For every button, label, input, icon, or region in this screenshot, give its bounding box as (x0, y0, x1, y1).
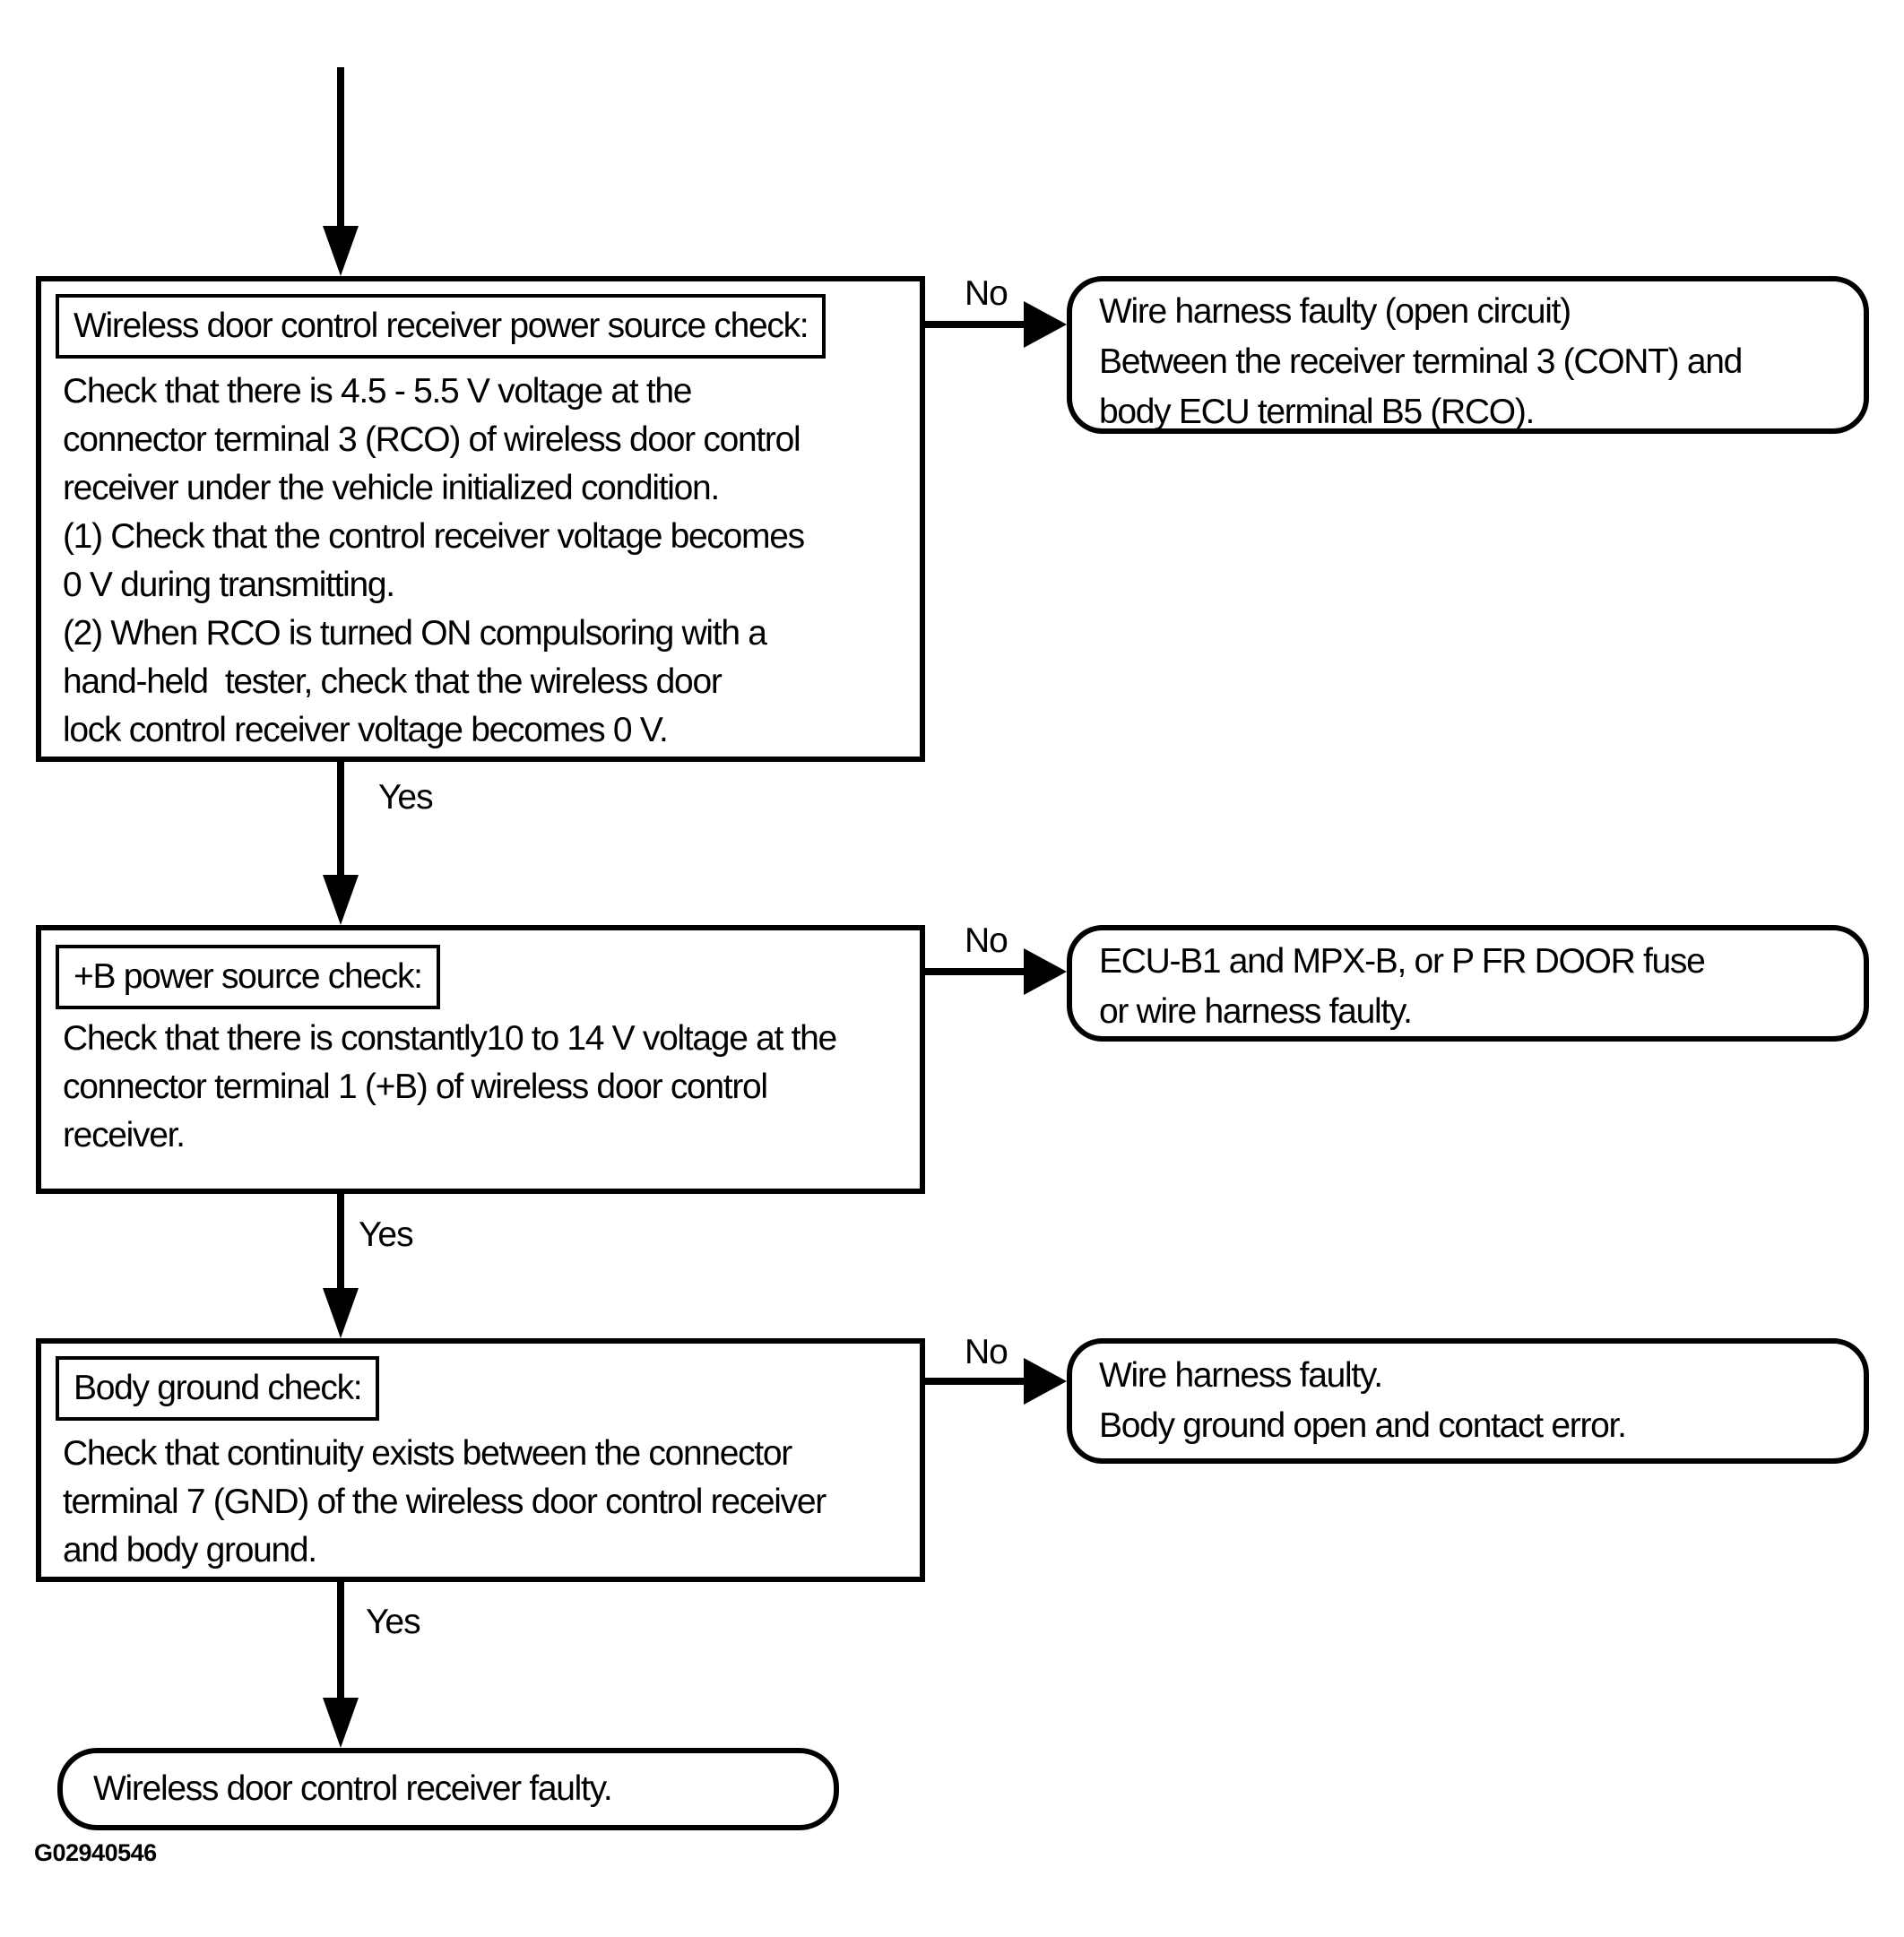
figure-code: G02940546 (34, 1839, 157, 1866)
no-arrow-line (925, 968, 1026, 975)
step2-title: +B power source check: (56, 945, 440, 1009)
arrow-right-icon (1024, 301, 1067, 348)
arrow-down-icon (323, 875, 359, 925)
final-result-box: Wireless door control receiver faulty. (57, 1748, 839, 1830)
yes-arrow-line (337, 1582, 344, 1700)
no-arrow-line (925, 1378, 1026, 1385)
result-box-fuse-faulty: ECU-B1 and MPX-B, or P FR DOOR fuse or w… (1067, 925, 1869, 1042)
step2-instructions: Check that there is constantly10 to 14 V… (63, 1019, 837, 1154)
step1-power-source-check-box: Wireless door control receiver power sou… (36, 276, 925, 762)
arrow-down-icon (323, 1698, 359, 1748)
no-label: No (965, 1333, 1008, 1371)
entry-arrow-line (337, 67, 344, 230)
no-arrow-line (925, 321, 1026, 328)
arrow-right-icon (1024, 1358, 1067, 1405)
result-box-body-ground-open: Wire harness faulty. Body ground open an… (1067, 1338, 1869, 1464)
step2-plus-b-power-source-check-box: +B power source check: Check that there … (36, 925, 925, 1194)
step3-body-ground-check-box: Body ground check: Check that continuity… (36, 1338, 925, 1582)
arrow-down-icon (323, 226, 359, 276)
yes-label: Yes (378, 778, 434, 817)
step1-instructions: Check that there is 4.5 - 5.5 V voltage … (63, 372, 805, 749)
result-box-wire-harness-open: Wire harness faulty (open circuit) Betwe… (1067, 276, 1869, 434)
arrow-down-icon (323, 1288, 359, 1338)
no-label: No (965, 921, 1008, 960)
yes-label: Yes (359, 1215, 414, 1254)
step3-title: Body ground check: (56, 1356, 380, 1421)
step3-instructions: Check that continuity exists between the… (63, 1434, 827, 1569)
arrow-right-icon (1024, 948, 1067, 995)
yes-arrow-line (337, 1194, 344, 1291)
step1-title: Wireless door control receiver power sou… (56, 294, 827, 359)
yes-label: Yes (366, 1603, 421, 1641)
no-label: No (965, 274, 1008, 313)
yes-arrow-line (337, 762, 344, 878)
